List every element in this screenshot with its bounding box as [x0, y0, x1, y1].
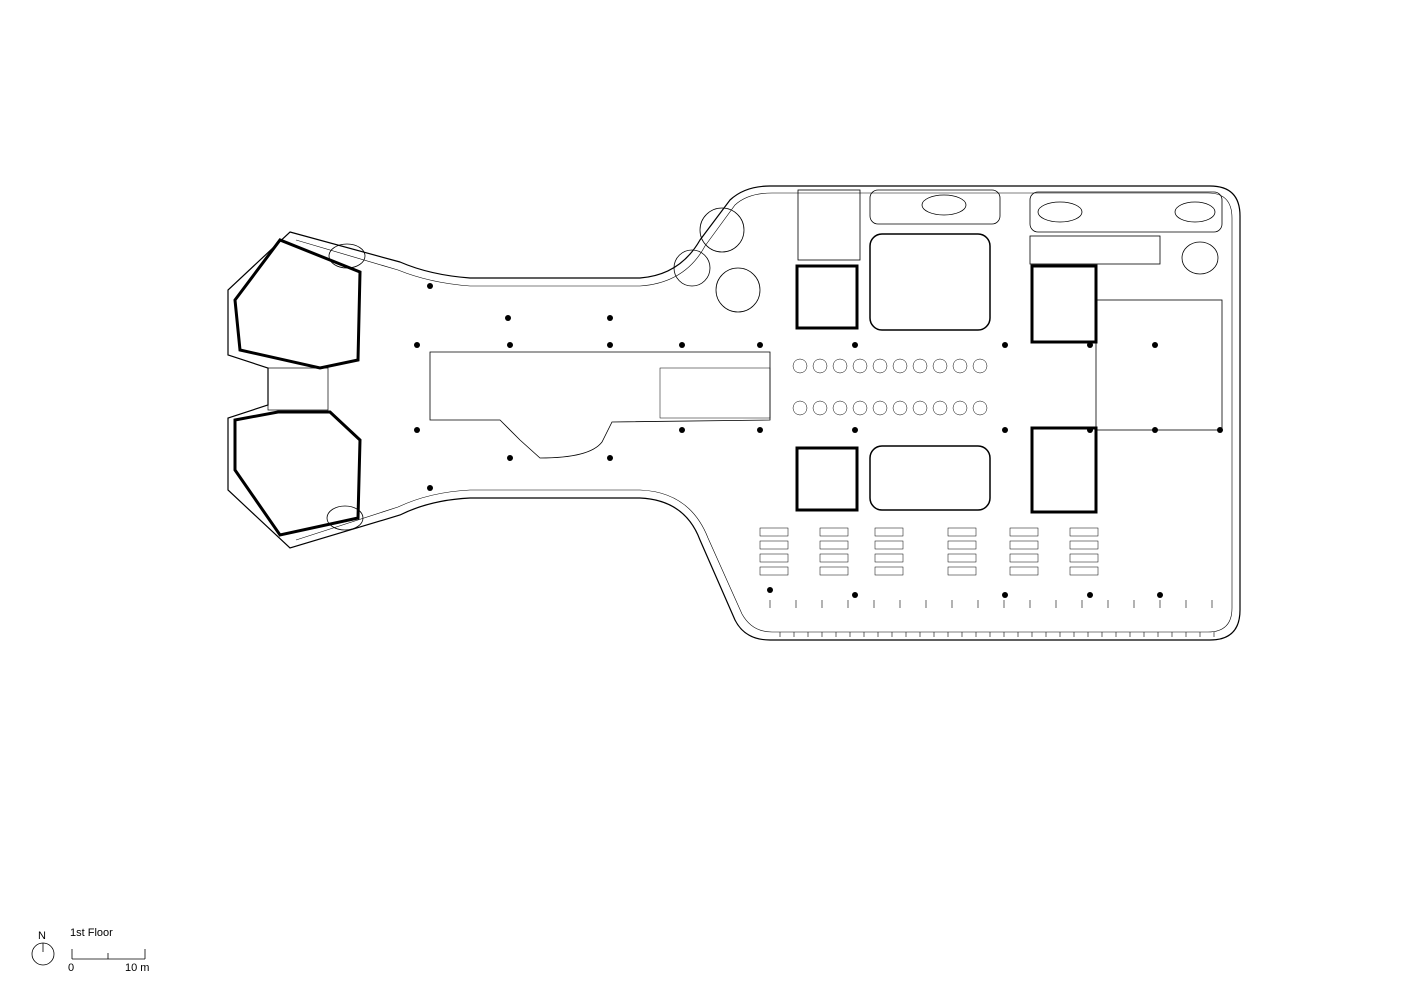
desk: [819, 527, 849, 537]
column: [1152, 342, 1158, 348]
core-sw: [795, 446, 859, 512]
desk: [1069, 540, 1099, 550]
column: [505, 315, 511, 321]
west-wing-north-core: [233, 238, 362, 370]
desk: [759, 566, 789, 576]
facade-mullions: [769, 600, 1215, 637]
lounge-table: [872, 358, 888, 374]
desk: [874, 527, 904, 537]
desk: [947, 566, 977, 576]
lounge-table: [852, 358, 868, 374]
lounge-table: [952, 400, 968, 416]
column: [1002, 427, 1008, 433]
lounge-table: [792, 400, 808, 416]
desk: [874, 566, 904, 576]
north-arrow-icon: [31, 942, 55, 966]
column: [767, 587, 773, 593]
desk: [1009, 553, 1039, 563]
desk: [759, 527, 789, 537]
column: [679, 342, 685, 348]
lounge-table: [872, 400, 888, 416]
lounge-table: [792, 358, 808, 374]
lounge-table: [932, 400, 948, 416]
column: [507, 342, 513, 348]
lounge-table: [892, 400, 908, 416]
inner-outline: [295, 192, 1233, 633]
column: [757, 427, 763, 433]
column: [1002, 342, 1008, 348]
column: [414, 427, 420, 433]
bridge-stair: [267, 367, 329, 411]
core-ne: [1030, 264, 1098, 344]
desk: [1009, 540, 1039, 550]
meeting-rooms: [326, 189, 1223, 531]
lounge-table: [932, 358, 948, 374]
west-wing-south-core: [233, 410, 362, 537]
desk: [874, 553, 904, 563]
columns: [414, 283, 1223, 598]
column: [852, 427, 858, 433]
toilets-south: [869, 445, 991, 511]
column: [757, 342, 763, 348]
desk: [947, 553, 977, 563]
desk: [1009, 566, 1039, 576]
lounge-table: [812, 400, 828, 416]
toilets-north: [869, 233, 991, 331]
core-nw: [795, 264, 859, 330]
scale-bar: [71, 949, 146, 960]
column: [507, 455, 513, 461]
desk: [1069, 527, 1099, 537]
furniture: [759, 358, 1099, 576]
column: [607, 315, 613, 321]
kitchen: [1095, 299, 1223, 431]
column: [414, 342, 420, 348]
lounge-table: [832, 400, 848, 416]
desk: [874, 540, 904, 550]
column: [607, 455, 613, 461]
desk: [759, 540, 789, 550]
desk: [1069, 566, 1099, 576]
column: [427, 485, 433, 491]
atrium-void: [429, 351, 771, 459]
desk: [819, 540, 849, 550]
column: [1002, 592, 1008, 598]
lounge-table: [832, 358, 848, 374]
desk: [947, 527, 977, 537]
column: [1157, 592, 1163, 598]
lounge-table: [852, 400, 868, 416]
column: [679, 427, 685, 433]
lounge-table: [812, 358, 828, 374]
north-label: N: [38, 930, 46, 942]
column: [607, 342, 613, 348]
desk: [819, 553, 849, 563]
escalator: [659, 367, 771, 419]
lounge-table: [892, 358, 908, 374]
column: [1217, 427, 1223, 433]
building-outline: [227, 185, 1241, 641]
column: [1087, 592, 1093, 598]
lounge-table: [972, 400, 988, 416]
lounge-table: [912, 358, 928, 374]
scale-end-label: 10 m: [125, 962, 150, 974]
desk: [1069, 553, 1099, 563]
scale-start-label: 0: [68, 962, 75, 974]
desk: [759, 553, 789, 563]
column: [1152, 427, 1158, 433]
desk: [1009, 527, 1039, 537]
column: [852, 342, 858, 348]
column: [852, 592, 858, 598]
lounge-table: [972, 358, 988, 374]
desk: [819, 566, 849, 576]
lounge-table: [952, 358, 968, 374]
column: [1087, 342, 1093, 348]
column: [1087, 427, 1093, 433]
lounge-table: [912, 400, 928, 416]
drawing-title: 1st Floor: [70, 927, 113, 939]
column: [427, 283, 433, 289]
desk: [947, 540, 977, 550]
core-se: [1030, 426, 1098, 514]
